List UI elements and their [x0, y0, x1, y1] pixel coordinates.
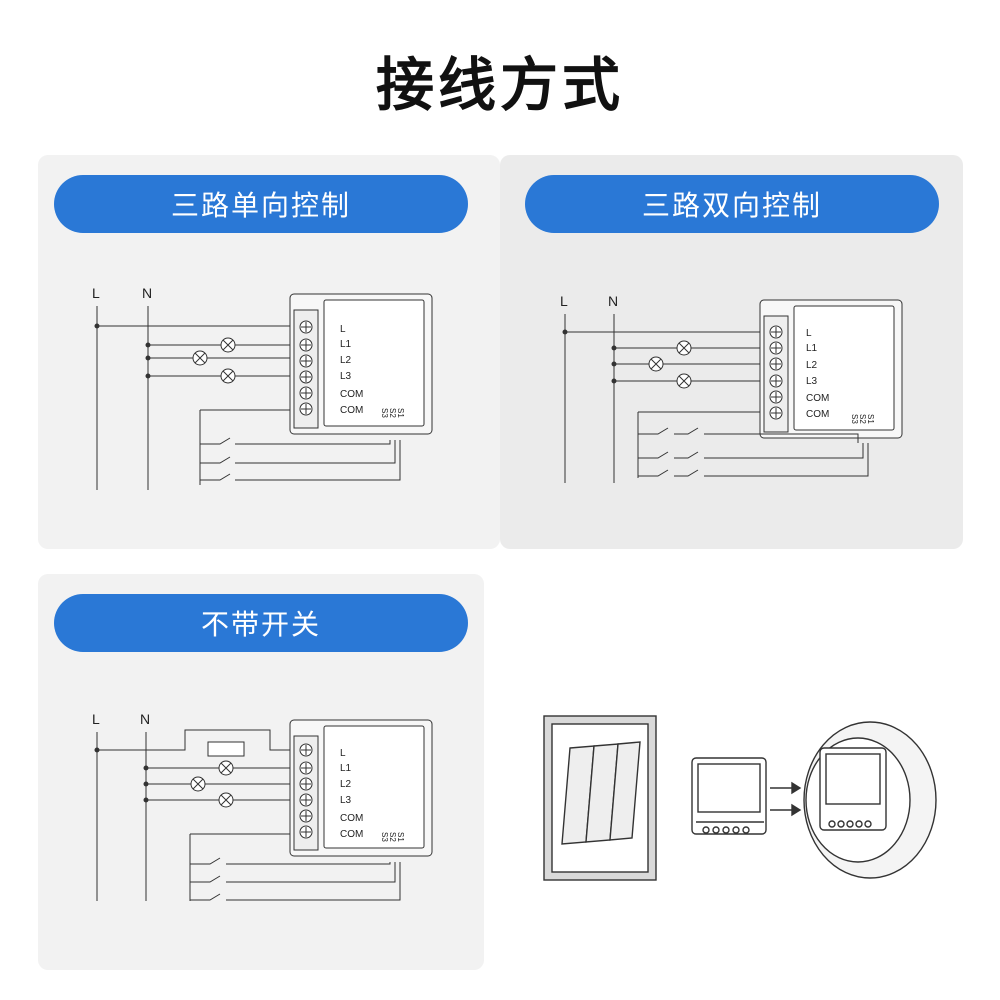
terminal-label: COM: [340, 389, 363, 400]
terminal-label: COM: [340, 813, 363, 824]
terminal-label: L3: [340, 795, 352, 806]
terminal-label: L3: [340, 371, 352, 382]
lamp-icon: [192, 350, 208, 366]
lamp-icon: [676, 340, 692, 356]
terminal-label: COM: [806, 393, 829, 404]
terminal-label: COM: [340, 405, 363, 416]
switch-terminal-label: S3: [380, 408, 389, 418]
switch-terminal-label: S2: [858, 414, 867, 424]
switch-terminal-label: S1: [396, 832, 405, 842]
wiring-diagram-two-way: L N L L1 L2 L3 COM COM S1 S2 S3: [560, 293, 903, 483]
terminal-label: L: [340, 748, 346, 759]
panel-heading: 不带开关: [54, 594, 468, 652]
arrow-right-icon: [770, 781, 802, 795]
panel-heading: 三路双向控制: [525, 175, 939, 233]
switch-terminal-label: S1: [396, 408, 405, 418]
terminal-label: L: [340, 324, 346, 335]
lamp-icon: [648, 356, 664, 372]
terminal-label: COM: [806, 409, 829, 420]
terminal-label: L1: [340, 763, 352, 774]
line-label-l: L: [92, 711, 100, 727]
line-label-n: N: [140, 711, 150, 727]
lamp-icon: [218, 760, 234, 776]
wall-box-illustration: [803, 721, 937, 879]
switch-terminal-label: S1: [866, 414, 875, 424]
wiring-diagram-no-switch: L N L L1 L2 L3 COM COM S1 S2 S3: [92, 711, 433, 901]
wiring-diagram-single: L N L L1 L2 L3 COM COM S1 S2 S3: [92, 285, 433, 490]
line-label-l: L: [560, 293, 568, 309]
line-label-l: L: [92, 285, 100, 301]
terminal-label: L2: [340, 779, 352, 790]
lamp-icon: [218, 792, 234, 808]
terminal-label: COM: [340, 829, 363, 840]
switch-terminal-label: S2: [388, 832, 397, 842]
terminal-label: L: [806, 328, 812, 339]
terminal-label: L3: [806, 376, 818, 387]
page-title: 接线方式: [375, 51, 624, 119]
switch-terminal-label: S3: [850, 414, 859, 424]
lamp-icon: [190, 776, 206, 792]
wall-switch-panel: [543, 715, 657, 881]
smart-module-illustration: [691, 757, 767, 835]
switch-terminal-label: S2: [388, 408, 397, 418]
smart-module: [289, 293, 433, 435]
lamp-icon: [220, 368, 236, 384]
terminal-label: L1: [806, 343, 818, 354]
lamp-icon: [676, 373, 692, 389]
terminal-label: L2: [806, 360, 818, 371]
arrow-right-icon: [770, 803, 802, 817]
terminal-label: L1: [340, 339, 352, 350]
smart-module: [759, 299, 903, 439]
switch-terminal-label: S3: [380, 832, 389, 842]
lamp-icon: [220, 337, 236, 353]
line-label-n: N: [142, 285, 152, 301]
smart-module: [289, 719, 433, 857]
installation-illustration: [543, 715, 937, 881]
panel-heading: 三路单向控制: [54, 175, 468, 233]
line-label-n: N: [608, 293, 618, 309]
terminal-label: L2: [340, 355, 352, 366]
